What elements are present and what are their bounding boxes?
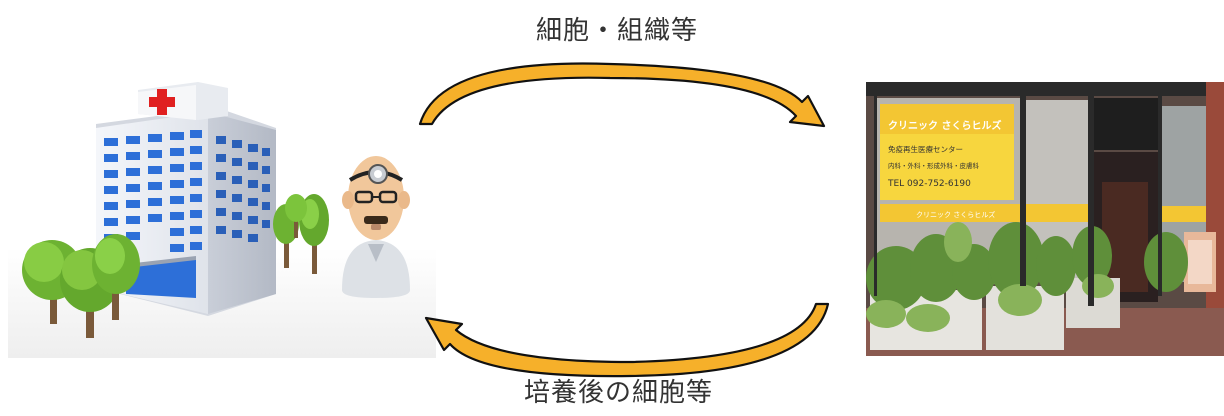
clinic-sign [880,104,1206,222]
top-flow-label: 細胞・組織等 [536,16,699,46]
bottom-arrow-left-icon [424,302,830,378]
clinic-storefront-photo: クリニック さくらヒルズ 免疫再生医療センター 内科・外科・形成外科・皮膚科 T… [866,82,1224,356]
exchange-arrows [418,62,830,378]
hospital-cross-icon [149,89,175,115]
clinic-sign-tel: TEL 092-752-6190 [887,179,971,189]
clinic-sign-department: 免疫再生医療センター [888,144,963,154]
bottom-flow-label: 培養後の細胞等 [524,378,714,408]
hospital-scene-illustration [8,82,436,358]
clinic-band-name: クリニック さくらヒルズ [916,210,995,219]
doctor-figure-icon [342,156,410,298]
tree-icon [273,194,329,274]
clinic-sign-specialties: 内科・外科・形成外科・皮膚科 [888,161,980,170]
hospital-building-icon [96,82,276,316]
tree-icon [22,234,140,338]
clinic-sign-name: クリニック さくらヒルズ [888,119,1001,132]
top-arrow-right-icon [418,62,826,128]
